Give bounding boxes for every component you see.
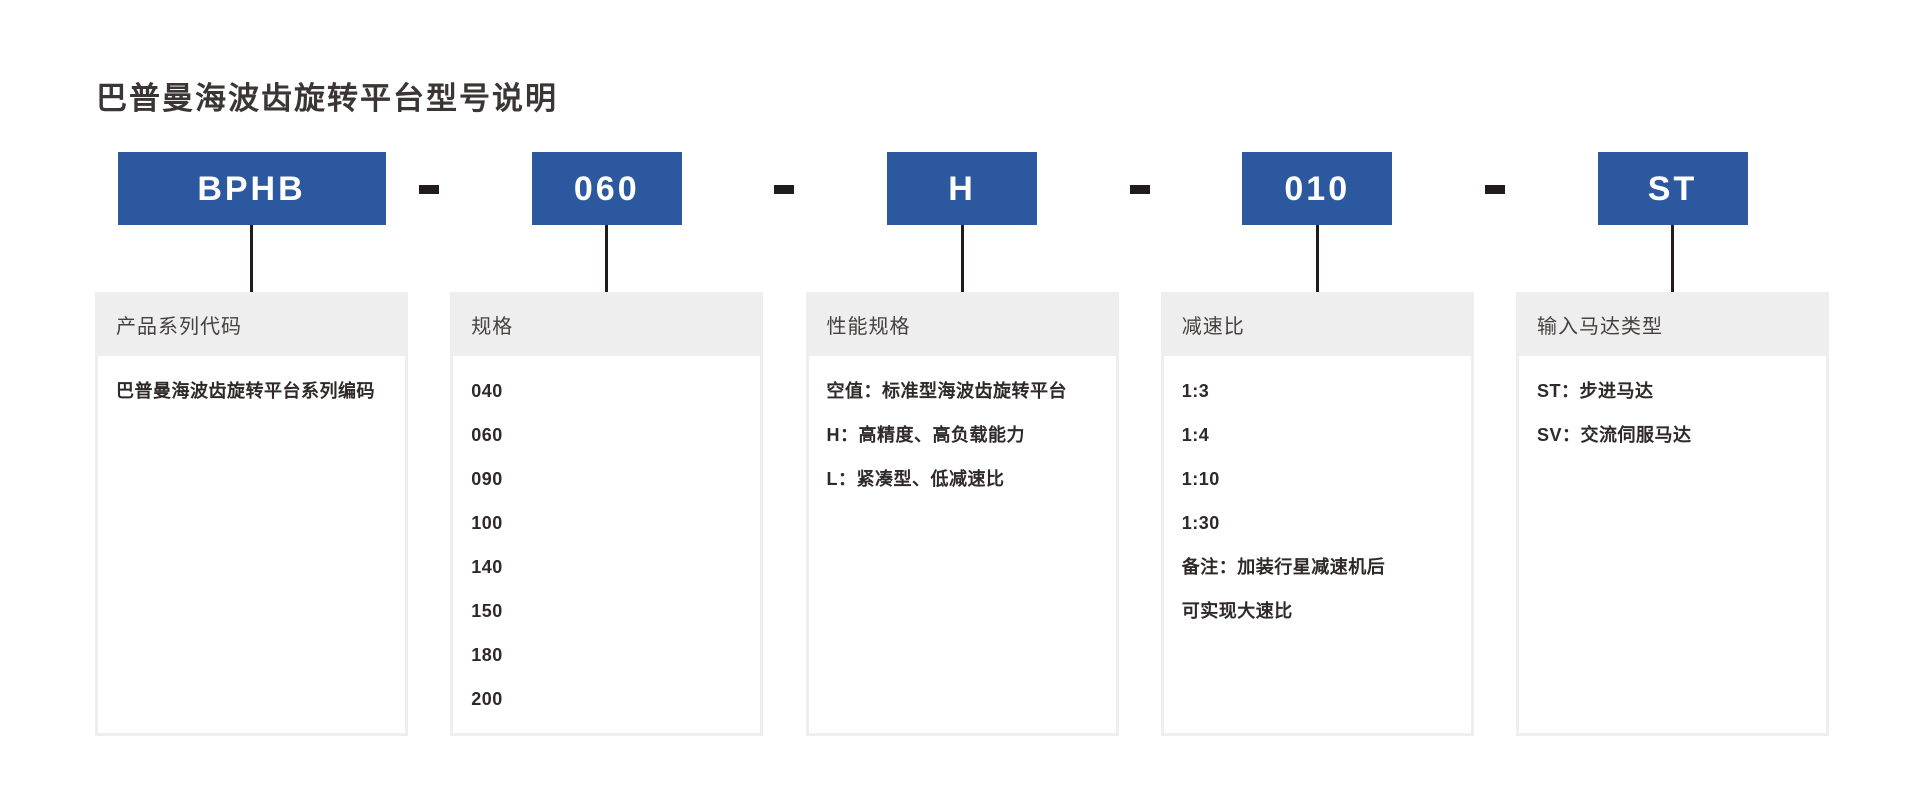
card-header: 产品系列代码 [116, 315, 242, 338]
connector-line [1671, 225, 1674, 292]
model-code-box-series: BPHB [117, 152, 386, 225]
spec-card-performance: 性能规格 空值：标准型海波齿旋转平台 H：高精度、高负载能力 L：紧凑型、低减速比 [805, 292, 1119, 736]
card-header: 减速比 [1181, 315, 1245, 338]
dash-separator [1484, 185, 1505, 194]
card-items: 空值：标准型海波齿旋转平台 H：高精度、高负载能力 L：紧凑型、低减速比 [808, 356, 1116, 733]
model-column-ratio: 010 减速比 1:3 1:4 1:10 1:30 备注：加装行星减速机后可实现大速比 [1160, 152, 1505, 736]
card-item: 200 [471, 689, 503, 709]
card-item: 1:10 [1181, 469, 1220, 489]
model-column-size: 060 规格 040 060 090 100 140 150 180 200 [450, 152, 795, 736]
dash-separator [774, 185, 795, 194]
spec-card-size: 规格 040 060 090 100 140 150 180 200 [450, 292, 764, 736]
card-item: 100 [471, 513, 503, 533]
card-items: ST：步进马达 SV：交流伺服马达 [1519, 356, 1826, 733]
model-code-box-performance: H [887, 152, 1037, 225]
card-header: 输入马达类型 [1537, 315, 1663, 338]
card-item: 1:4 [1181, 425, 1210, 445]
page-title: 巴普曼海波齿旋转平台型号说明 [96, 80, 558, 116]
spec-card-series: 产品系列代码 巴普曼海波齿旋转平台系列编码 [95, 292, 408, 736]
model-code-box-size: 060 [531, 152, 682, 225]
card-items: 1:3 1:4 1:10 1:30 备注：加装行星减速机后可实现大速比 [1163, 356, 1471, 733]
card-header: 规格 [471, 315, 514, 338]
card-item: 040 [471, 381, 503, 401]
connector-line [250, 225, 253, 292]
card-item: 空值：标准型海波齿旋转平台 [826, 381, 1067, 401]
connector-line [1315, 225, 1319, 292]
card-item: 巴普曼海波齿旋转平台系列编码 [116, 381, 375, 401]
model-code-box-ratio: 010 [1242, 152, 1393, 225]
dash-separator [1129, 185, 1150, 194]
model-column-motor: ST 输入马达类型 ST：步进马达 SV：交流伺服马达 [1516, 152, 1829, 736]
model-code-box-motor: ST [1597, 152, 1748, 225]
connector-line [960, 225, 964, 292]
card-item: 备注：加装行星减速机后 [1181, 557, 1386, 577]
card-item: L：紧凑型、低减速比 [826, 469, 1005, 489]
card-item: 090 [471, 469, 503, 489]
card-items: 040 060 090 100 140 150 180 200 [453, 356, 761, 733]
card-item: SV：交流伺服马达 [1537, 425, 1692, 445]
model-column-performance: H 性能规格 空值：标准型海波齿旋转平台 H：高精度、高负载能力 L：紧凑型、低减速… [805, 152, 1150, 736]
model-column-series: BPHB 产品系列代码 巴普曼海波齿旋转平台系列编码 [95, 152, 439, 736]
card-items: 巴普曼海波齿旋转平台系列编码 [98, 356, 405, 733]
card-item: 060 [471, 425, 503, 445]
card-item: 150 [471, 601, 503, 621]
spec-card-ratio: 减速比 1:3 1:4 1:10 1:30 备注：加装行星减速机后可实现大速比 [1160, 292, 1474, 736]
card-item: 140 [471, 557, 503, 577]
card-item: 1:3 [1181, 381, 1210, 401]
spec-card-motor: 输入马达类型 ST：步进马达 SV：交流伺服马达 [1516, 292, 1829, 736]
card-item: 180 [471, 645, 503, 665]
card-item: 可实现大速比 [1181, 601, 1293, 621]
dash-separator [419, 185, 439, 194]
connector-line [605, 225, 609, 292]
card-item: H：高精度、高负载能力 [826, 425, 1025, 445]
card-item: ST：步进马达 [1537, 381, 1654, 401]
card-header: 性能规格 [826, 315, 911, 338]
card-item: 1:30 [1181, 513, 1220, 533]
